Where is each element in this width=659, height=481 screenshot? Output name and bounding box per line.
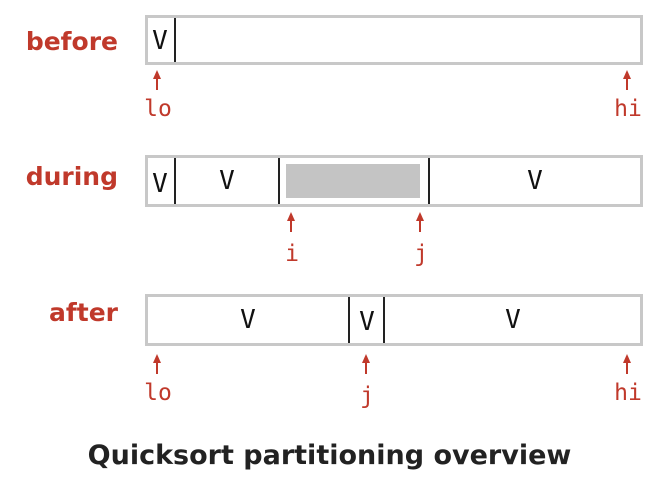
j-divider-during bbox=[428, 158, 430, 204]
stage-label-during: during bbox=[25, 162, 118, 191]
pointer-label-j: j bbox=[360, 383, 374, 409]
pointer-label-lo: lo bbox=[144, 96, 172, 122]
less-region-during: V bbox=[219, 166, 235, 196]
pivot-cell-during: V bbox=[152, 169, 168, 199]
arrow-up-icon bbox=[287, 212, 295, 221]
pointer-label-j: j bbox=[414, 241, 428, 267]
greater-region-after: V bbox=[505, 305, 521, 335]
arrow-shaft bbox=[156, 78, 158, 90]
pivot-divider-before bbox=[174, 18, 176, 62]
i-divider-during bbox=[278, 158, 280, 204]
less-region-after: V bbox=[240, 305, 256, 335]
array-bar-before bbox=[145, 15, 643, 65]
pointer-label-i: i bbox=[285, 241, 299, 267]
pointer-label-hi: hi bbox=[614, 380, 642, 406]
arrow-shaft bbox=[365, 362, 367, 374]
left-divider-after bbox=[348, 297, 350, 343]
arrow-shaft bbox=[626, 362, 628, 374]
arrow-up-icon bbox=[623, 70, 631, 79]
arrow-shaft bbox=[419, 220, 421, 232]
arrow-shaft bbox=[626, 78, 628, 90]
pivot-divider-during bbox=[174, 158, 176, 204]
pointer-label-hi: hi bbox=[614, 96, 642, 122]
stage-label-after: after bbox=[49, 298, 118, 327]
stage-label-before: before bbox=[25, 27, 118, 56]
arrow-up-icon bbox=[362, 354, 370, 363]
array-bar-after bbox=[145, 294, 643, 346]
pivot-cell-before: V bbox=[152, 26, 168, 56]
pivot-cell-after: V bbox=[359, 307, 375, 337]
arrow-up-icon bbox=[153, 354, 161, 363]
arrow-shaft bbox=[290, 220, 292, 232]
greater-region-during: V bbox=[527, 166, 543, 196]
figure-caption: Quicksort partitioning overview bbox=[87, 440, 572, 471]
arrow-up-icon bbox=[416, 212, 424, 221]
right-divider-after bbox=[383, 297, 385, 343]
arrow-up-icon bbox=[623, 354, 631, 363]
arrow-shaft bbox=[156, 362, 158, 374]
unknown-region-during bbox=[286, 164, 420, 198]
pointer-label-lo: lo bbox=[144, 380, 172, 406]
arrow-up-icon bbox=[153, 70, 161, 79]
